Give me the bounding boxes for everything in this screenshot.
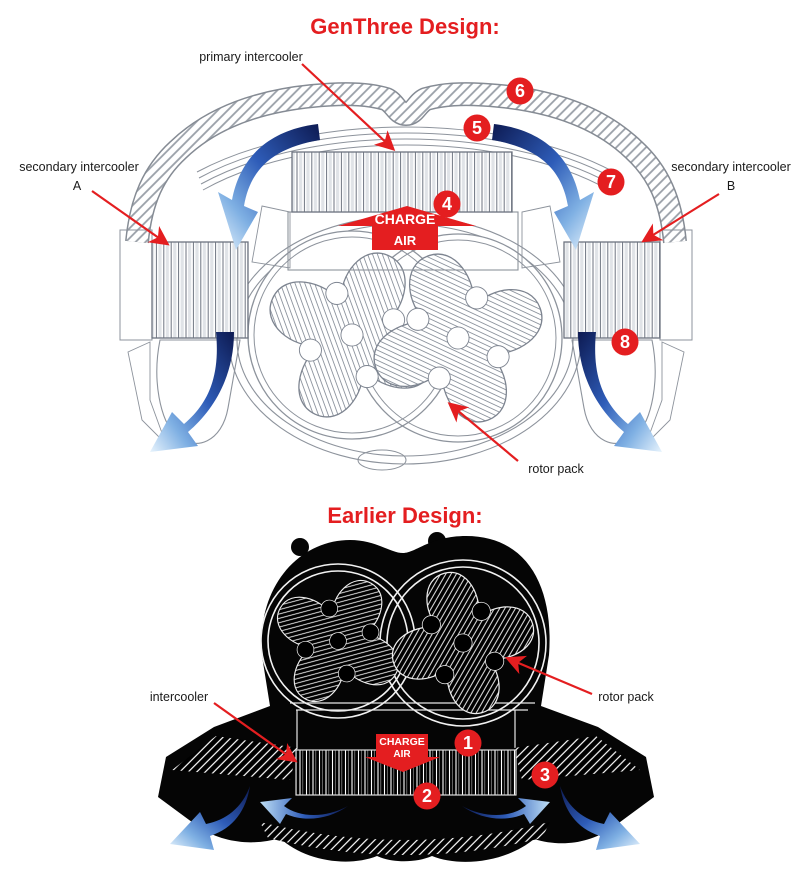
gen3-charge-air-arrow: CHARGE AIR bbox=[338, 206, 476, 250]
callout-1: 1 bbox=[454, 729, 482, 757]
earlier-rotor-right bbox=[391, 571, 535, 715]
callout-8-number: 8 bbox=[620, 332, 630, 352]
callout-2: 2 bbox=[413, 782, 441, 810]
gen3-right-funnel-wall bbox=[645, 341, 685, 445]
airflow-arrow-earlier-center-right bbox=[462, 798, 550, 824]
gen3-mount-foot bbox=[357, 449, 407, 471]
gen3-secondary-intercooler-b bbox=[563, 241, 661, 339]
callout-2-number: 2 bbox=[422, 786, 432, 806]
callout-8: 8 bbox=[611, 328, 639, 356]
gen3-left-funnel-wall bbox=[127, 341, 167, 445]
gen3-housing-band bbox=[126, 83, 686, 244]
airflow-arrow-top-right bbox=[492, 124, 594, 250]
callout-7-number: 7 bbox=[606, 172, 616, 192]
gen3-charge-air-line1: CHARGE bbox=[375, 211, 436, 227]
airflow-arrow-top-left bbox=[218, 124, 320, 250]
pointer-rotor-pack-earlier bbox=[504, 655, 593, 696]
page-title-genthree: GenThree Design: bbox=[310, 14, 499, 39]
earlier-rotor-left bbox=[277, 580, 399, 702]
label-rotor-pack-earlier: rotor pack bbox=[598, 690, 654, 704]
label-secondary-intercooler-a-suffix: A bbox=[73, 179, 82, 193]
pointer-secondary-intercooler-b bbox=[641, 193, 720, 243]
callout-3-number: 3 bbox=[540, 765, 550, 785]
callout-5: 5 bbox=[463, 114, 491, 142]
earlier-charge-air-arrow: CHARGE AIR bbox=[365, 734, 440, 772]
earlier-charge-air-line2: AIR bbox=[393, 749, 411, 760]
airflow-arrow-bottom-left bbox=[150, 332, 234, 452]
gen3-primary-intercooler bbox=[291, 151, 513, 213]
callout-1-number: 1 bbox=[463, 733, 473, 753]
airflow-arrow-earlier-center-left bbox=[260, 798, 348, 824]
callout-4: 4 bbox=[433, 190, 461, 218]
label-intercooler-earlier: intercooler bbox=[150, 690, 208, 704]
airflow-arrow-earlier-far-right bbox=[560, 786, 640, 850]
label-secondary-intercooler-a: secondary intercooler bbox=[19, 160, 139, 174]
earlier-left-wing-duct bbox=[172, 736, 298, 780]
gen3-plenum-wall-left bbox=[251, 205, 291, 269]
earlier-bottom-duct bbox=[260, 822, 550, 855]
callout-6-number: 6 bbox=[515, 81, 525, 101]
pointer-secondary-intercooler-a bbox=[91, 190, 170, 246]
earlier-boss-left bbox=[291, 538, 309, 556]
callout-5-number: 5 bbox=[472, 118, 482, 138]
gen3-plenum-wall-right bbox=[521, 205, 561, 269]
label-secondary-intercooler-b-suffix: B bbox=[727, 179, 735, 193]
callout-3: 3 bbox=[531, 761, 559, 789]
airflow-arrow-bottom-right bbox=[578, 332, 662, 452]
page-title-earlier: Earlier Design: bbox=[327, 503, 482, 528]
label-rotor-pack-gen3: rotor pack bbox=[528, 462, 584, 476]
gen3-right-wall bbox=[659, 229, 693, 341]
callout-4-number: 4 bbox=[442, 194, 452, 214]
earlier-charge-air-line1: CHARGE bbox=[379, 736, 425, 748]
gen3-left-wall bbox=[119, 229, 153, 341]
callout-7: 7 bbox=[597, 168, 625, 196]
gen3-secondary-intercooler-a bbox=[151, 241, 249, 339]
label-secondary-intercooler-b: secondary intercooler bbox=[671, 160, 791, 174]
gen3-charge-air-line2: AIR bbox=[394, 233, 417, 248]
pointer-rotor-pack-gen3 bbox=[447, 402, 519, 462]
pointer-intercooler-earlier bbox=[213, 702, 298, 763]
callout-6: 6 bbox=[506, 77, 534, 105]
label-primary-intercooler: primary intercooler bbox=[199, 50, 303, 64]
airflow-arrow-earlier-far-left bbox=[170, 786, 250, 850]
earlier-diagram: Earlier Design: bbox=[150, 503, 655, 862]
genthree-diagram: CHARGE AIR primary intercooler secondary… bbox=[19, 14, 791, 476]
gen3-rotor-right bbox=[373, 253, 543, 423]
pointer-primary-intercooler bbox=[301, 63, 396, 152]
